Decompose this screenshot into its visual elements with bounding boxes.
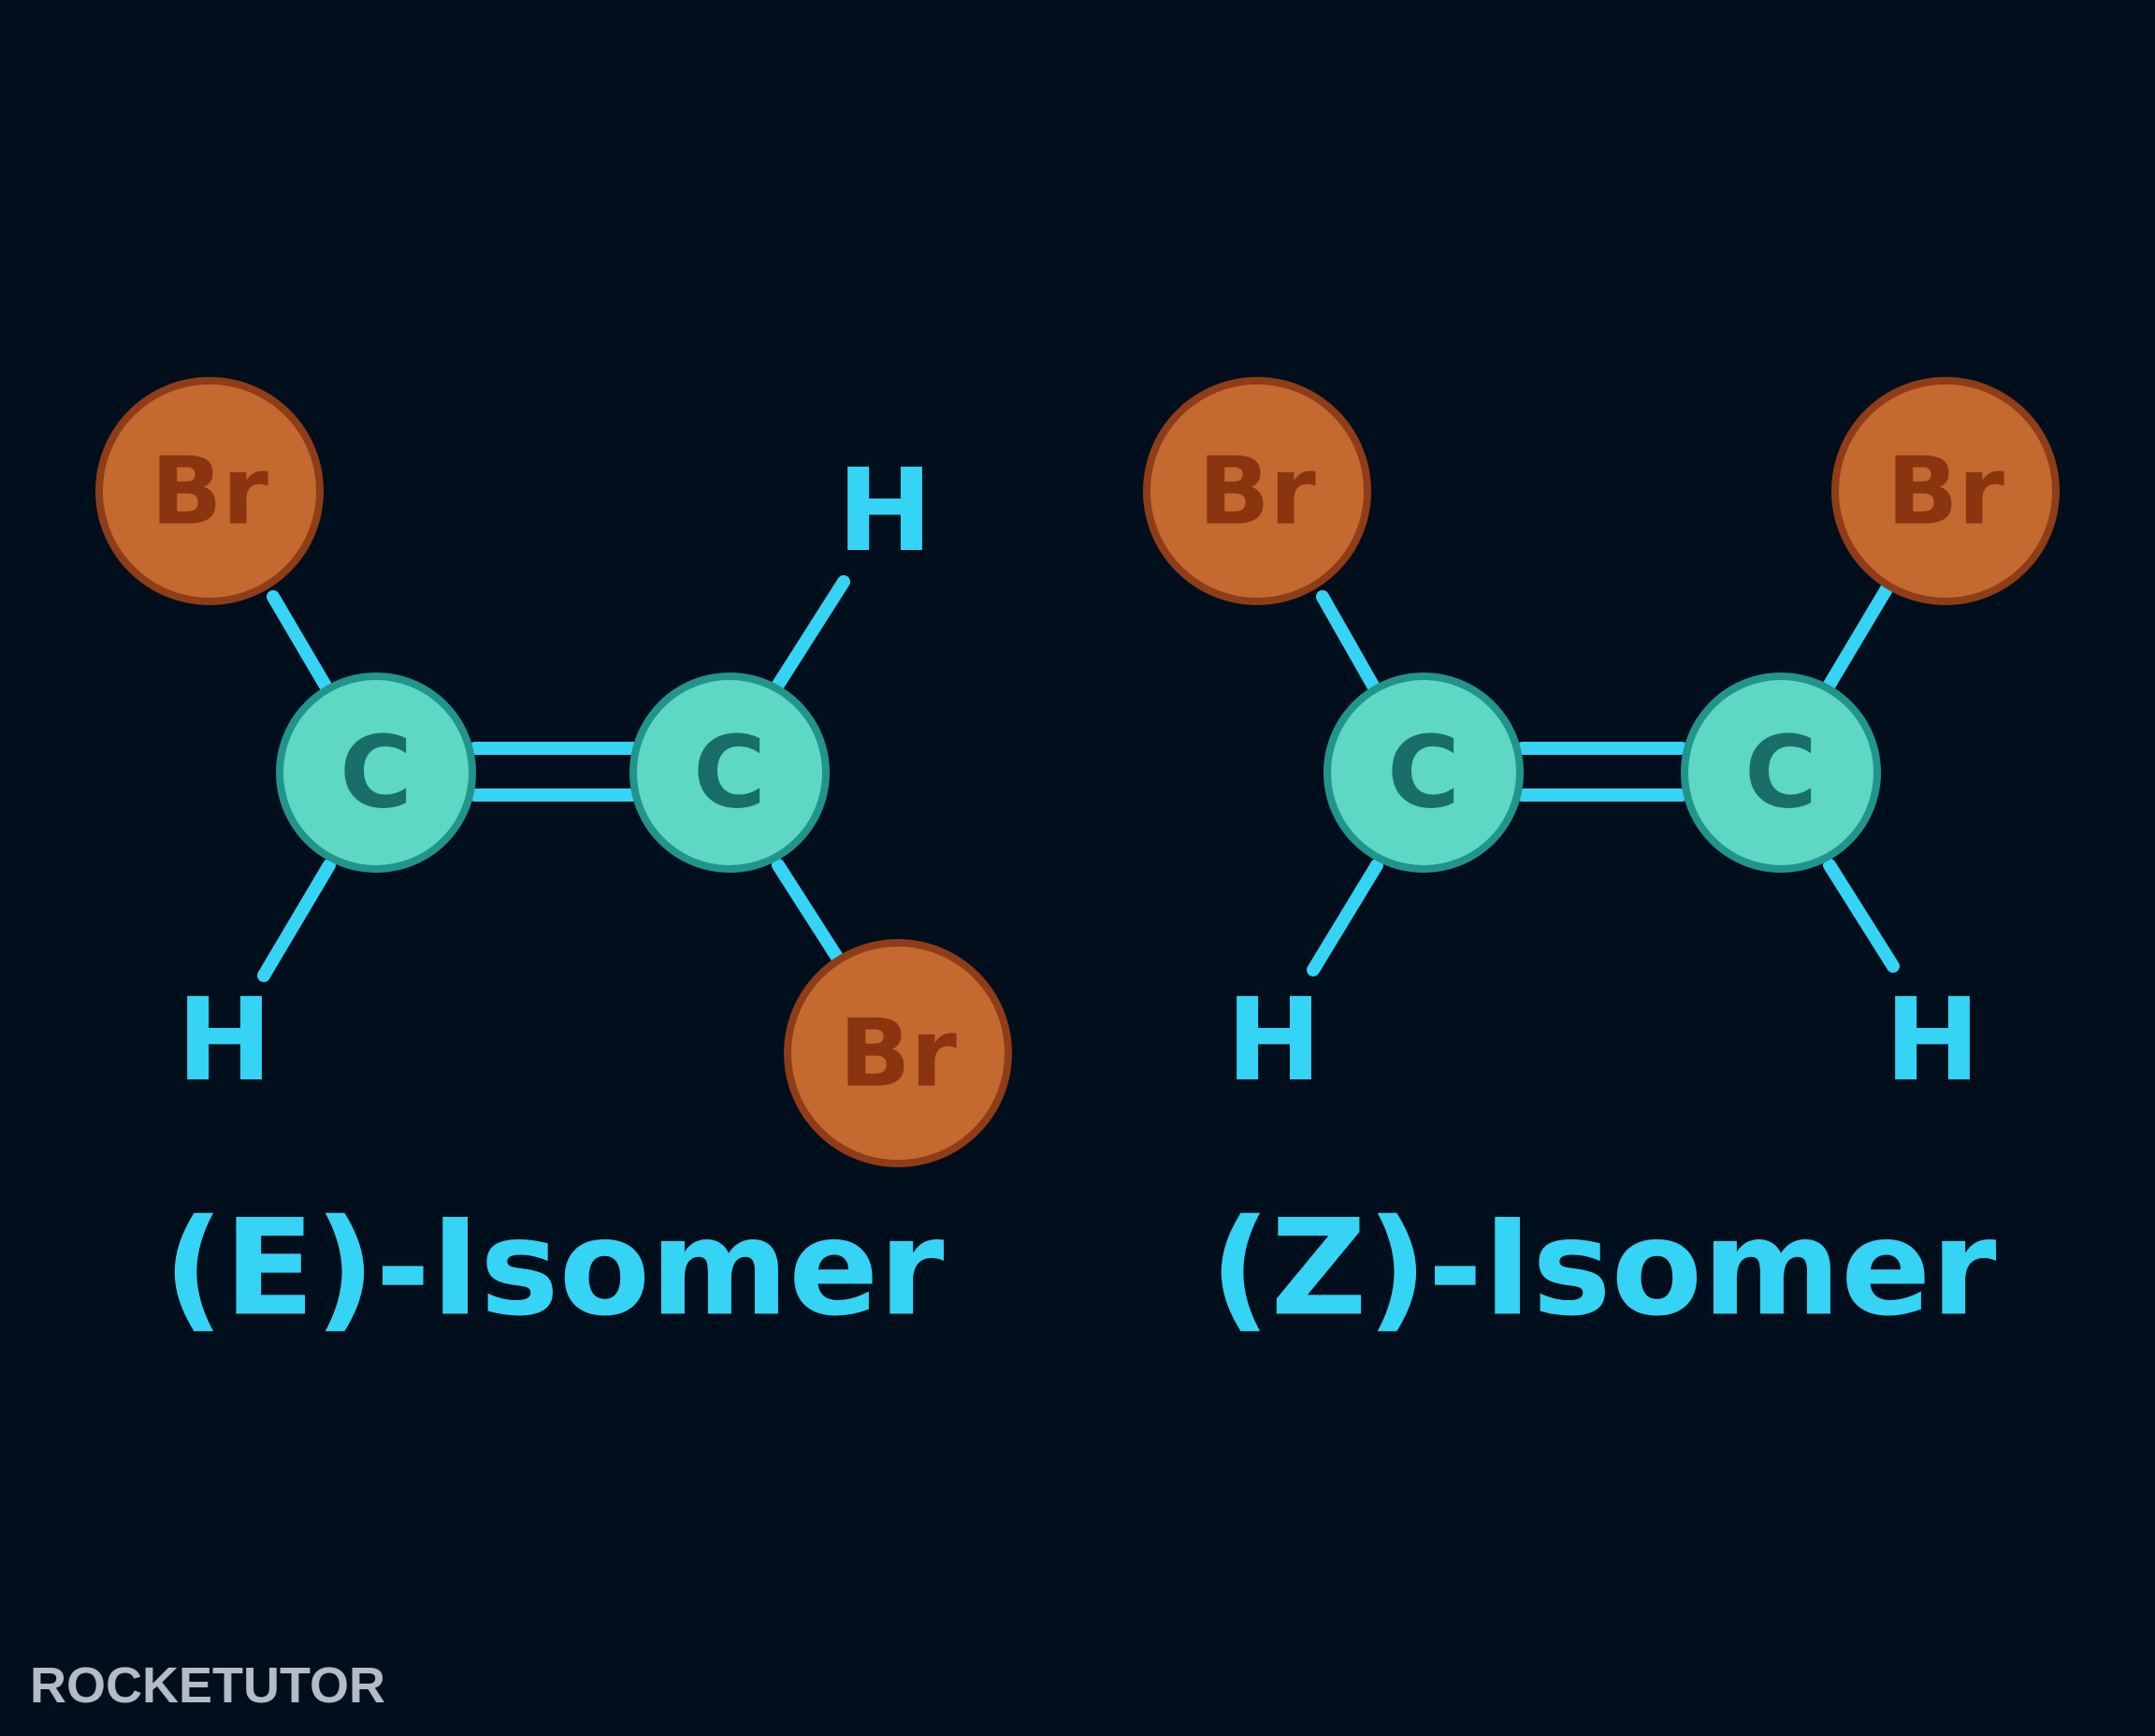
e-bond-top-left — [267, 590, 336, 699]
e-carbon-right-label: C — [693, 716, 766, 831]
e-top-right-atom-label: H — [837, 444, 933, 577]
e-isomer-title: (E)-Isomer — [164, 1192, 945, 1346]
z-bond-bottom-left — [1307, 859, 1383, 976]
z-bottom-left-atom-label: H — [1226, 974, 1322, 1107]
rocketutor-logo: ROCKETUTOR — [30, 1659, 385, 1712]
e-top-left-atom-label: Br — [151, 437, 268, 546]
e-bond-top-right — [772, 575, 850, 691]
z-bond-bottom-right — [1823, 859, 1900, 973]
z-bromine-atom-top-left: Br — [1143, 377, 1371, 605]
z-bond-top-right — [1823, 581, 1894, 691]
z-isomer-title: (Z)-Isomer — [1210, 1192, 1997, 1346]
z-bromine-atom-top-right: Br — [1831, 377, 2060, 605]
e-bromine-atom-top-left: Br — [95, 377, 324, 605]
e-bond-bottom-right — [772, 859, 845, 965]
z-top-left-atom-label: Br — [1198, 437, 1316, 546]
z-carbon-atom-right: C — [1681, 673, 1881, 873]
z-carbon-left-label: C — [1387, 716, 1460, 831]
e-bromine-atom-bottom-right: Br — [784, 939, 1012, 1167]
z-carbon-atom-left: C — [1323, 673, 1524, 873]
e-bond-bottom-left — [257, 859, 336, 982]
e-carbon-left-label: C — [340, 716, 412, 831]
z-isomer-molecule: Br Br C C H H (Z)-Isomer — [1143, 377, 2060, 1346]
z-top-right-atom-label: Br — [1887, 437, 2004, 546]
e-carbon-atom-right: C — [629, 673, 830, 873]
z-carbon-right-label: C — [1744, 716, 1817, 831]
e-bottom-right-atom-label: Br — [839, 999, 957, 1108]
e-carbon-atom-left: C — [276, 673, 476, 873]
z-bottom-right-atom-label: H — [1885, 974, 1980, 1107]
e-bottom-left-atom-label: H — [177, 974, 272, 1107]
e-isomer-molecule: Br C C H H Br (E)-Isomer — [95, 377, 1012, 1346]
logo-wordmark: ROCKETUTOR — [30, 1657, 386, 1714]
z-bond-top-left — [1316, 590, 1383, 699]
